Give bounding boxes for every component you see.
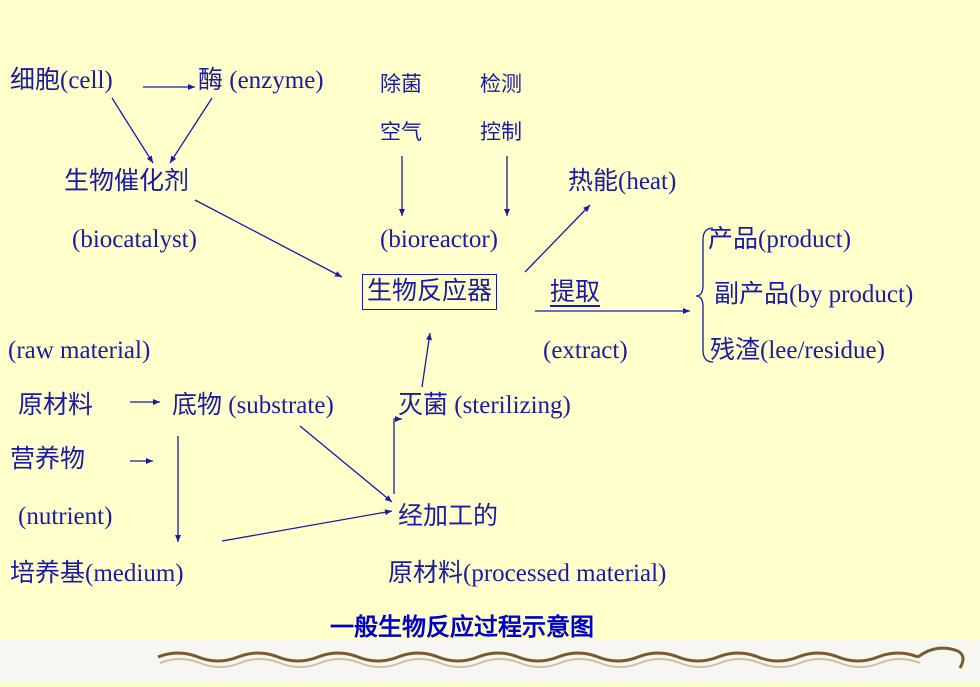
node-extract-en: (extract) [543,337,628,364]
node-raw-material-cn: 原材料 [18,392,94,419]
node-product: 产品(product) [708,226,852,253]
arrow-enzyme-to-biocatalyst [169,97,213,164]
node-substrate: 底物 (substrate) [172,392,334,419]
diagram-caption: 一般生物反应过程示意图 [330,613,594,641]
decorative-footer [0,640,980,682]
node-biocatalyst-cn: 生物催化剂 [64,168,190,195]
node-extract-cn: 提取 [550,279,601,306]
node-sterilizing: 灭菌 (sterilizing) [398,392,571,419]
node-enzyme: 酶 (enzyme) [198,67,324,94]
node-nutrient-en: (nutrient) [18,503,113,530]
node-raw-material-en: (raw material) [8,337,151,364]
wave-decoration [157,646,965,669]
node-air: 空气 [380,120,422,144]
node-processed-en: 原材料(processed material) [388,560,667,587]
arrow-cell-to-biocatalyst [111,97,154,164]
arrow-substrate-to-processed [299,425,393,503]
product-brace [695,227,714,363]
arrow-bioreactor-to-heat [524,204,591,273]
node-heat: 热能(heat) [568,168,677,195]
node-by-product: 副产品(by product) [714,281,914,308]
node-cell: 细胞(cell) [10,67,113,94]
node-processed-cn: 经加工的 [398,503,499,530]
node-bioreactor-en: (bioreactor) [380,226,498,253]
arrow-medium-to-processed [221,509,393,542]
node-residue: 残渣(lee/residue) [710,337,885,364]
node-sterilize-air: 除菌 [380,72,422,96]
node-bioreactor: 生物反应器 [362,274,498,310]
node-control: 控制 [480,120,522,144]
arrow-sterilizing-to-bioreactor [421,332,432,388]
node-detect: 检测 [480,72,522,96]
arrow-biocatalyst-to-bioreactor [194,199,343,278]
arrow-processed-to-sterilizing [393,416,402,494]
node-medium: 培养基(medium) [10,560,184,587]
node-nutrient-cn: 营养物 [10,446,86,473]
node-biocatalyst-en: (biocatalyst) [72,226,197,253]
